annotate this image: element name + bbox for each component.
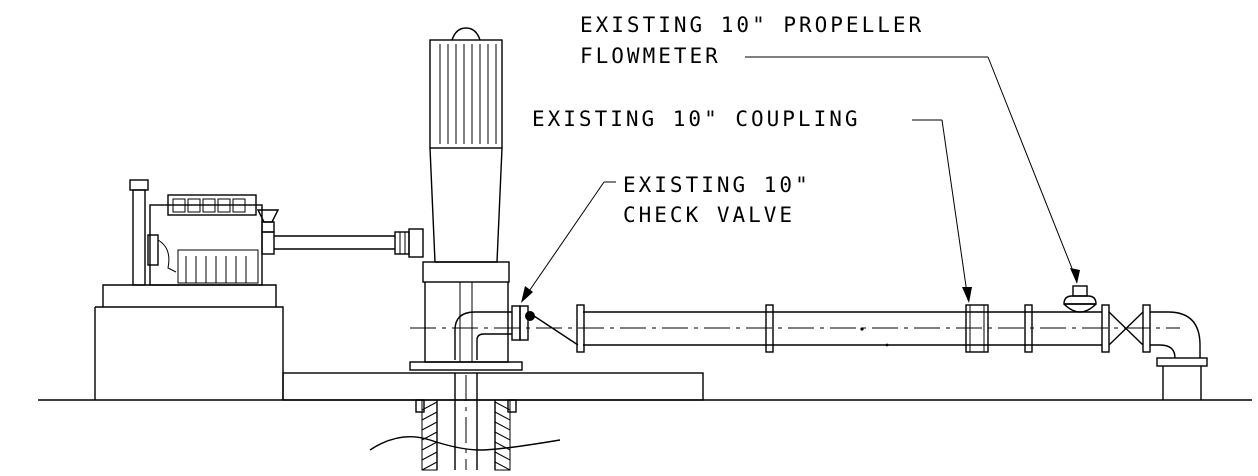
callout-check-valve-line1: EXISTING 10" — [623, 173, 811, 197]
propeller-flowmeter — [1063, 285, 1097, 313]
pump-head — [409, 27, 523, 371]
flange-5 — [1101, 304, 1110, 353]
valve-cover-ribs — [172, 198, 246, 213]
elbow-flange — [511, 305, 521, 341]
callout-coupling-line1: EXISTING 10" COUPLING — [532, 107, 861, 131]
callout-flowmeter-line2: FLOWMETER — [580, 44, 721, 68]
drive-shaft — [274, 228, 424, 258]
pipe-flanges — [576, 304, 1110, 353]
discharge-head — [424, 282, 509, 363]
leader-coupling — [941, 119, 969, 301]
callout-coupling: EXISTING 10" COUPLING — [532, 107, 972, 303]
motor-dome — [451, 27, 481, 41]
air-cleaner — [256, 209, 280, 223]
check-valve — [519, 305, 579, 346]
outlet-elbow — [1150, 311, 1208, 400]
shaft-coupling — [394, 231, 410, 255]
casing-hatch-left — [421, 399, 438, 471]
arrow-check-valve — [521, 286, 533, 303]
valve-cover — [167, 194, 257, 216]
outlet-flange — [1156, 357, 1208, 367]
pump-foundation — [282, 372, 704, 401]
engine-pedestal — [102, 284, 277, 307]
gear-drive-input — [408, 228, 424, 258]
oil-pan-fins — [177, 249, 259, 284]
valve-flange — [1142, 304, 1151, 353]
pipe-coupling — [965, 304, 989, 353]
exhaust-stack — [132, 189, 146, 286]
gear-drive-base-flange — [422, 261, 510, 283]
exhaust-cap — [129, 179, 149, 191]
flowmeter-saddle — [1063, 295, 1097, 305]
callout-check-valve-line2: CHECK VALVE — [623, 203, 795, 227]
casing-hatch-right — [494, 399, 511, 471]
motor-ribs — [439, 44, 497, 144]
well-column — [369, 373, 561, 471]
arrow-flowmeter — [1070, 268, 1080, 284]
flange-2 — [765, 304, 774, 353]
flange-1 — [576, 304, 585, 353]
engine-hose — [157, 239, 177, 273]
leader-flowmeter — [987, 56, 1078, 282]
callout-flowmeter: EXISTING 10" PROPELLER FLOWMETER — [580, 13, 1080, 284]
flange-4 — [1024, 304, 1033, 353]
callout-check-valve: EXISTING 10" CHECK VALVE — [521, 173, 811, 303]
callout-flowmeter-line1: EXISTING 10" PROPELLER — [580, 13, 924, 37]
discharge-elbow — [454, 305, 521, 360]
discharge-pipe — [410, 311, 1180, 347]
gate-valve — [1108, 304, 1151, 353]
engine-starter — [147, 234, 159, 266]
break-line — [369, 435, 561, 451]
casing-collar-right — [507, 399, 517, 413]
check-valve-hinge — [525, 311, 535, 321]
flowmeter-register — [1072, 285, 1088, 297]
engine-assembly — [94, 179, 284, 400]
gear-drive-body — [429, 147, 503, 263]
motor-housing — [429, 39, 503, 149]
air-cleaner-neck — [261, 221, 275, 233]
engine-base — [94, 306, 284, 400]
outlet-support — [1162, 366, 1202, 400]
discharge-head-base — [409, 361, 523, 371]
casing-collar-left — [415, 399, 425, 413]
arrow-coupling — [962, 287, 972, 303]
leader-check-valve — [522, 181, 605, 301]
engine-output-flange — [261, 231, 275, 255]
